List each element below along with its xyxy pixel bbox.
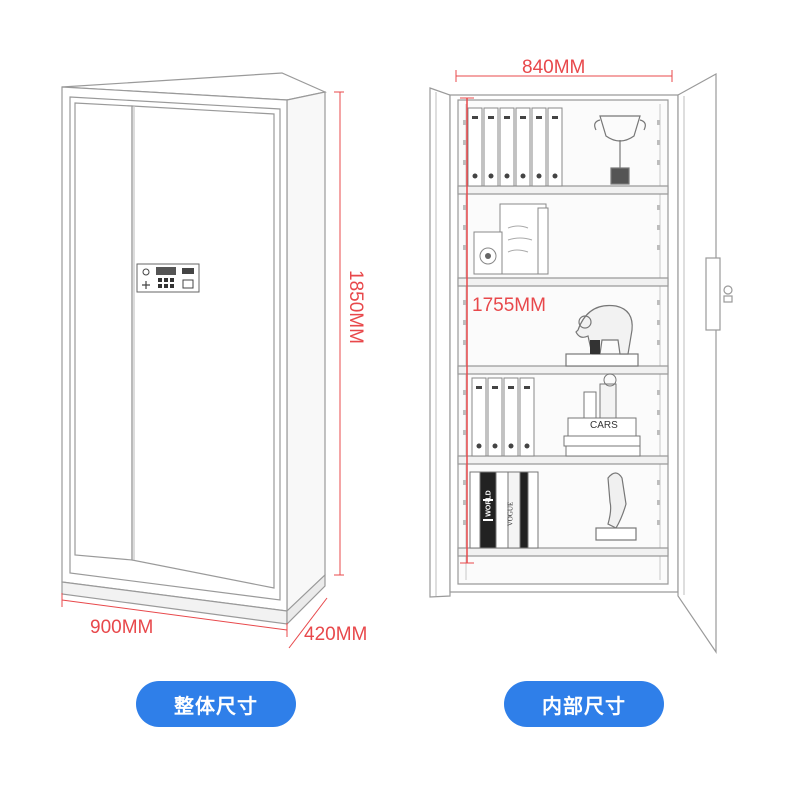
elephant-figurine — [565, 304, 639, 367]
books-shelf-5 — [469, 471, 539, 549]
figurine-statue — [595, 472, 637, 541]
cars-box-label: CARS — [590, 420, 618, 431]
dimension-lines-right — [455, 70, 673, 564]
binders-shelf-1 — [467, 107, 563, 187]
overall-height-label: 1850MM — [345, 270, 366, 344]
dimension-lines-left — [61, 91, 344, 649]
binders-shelf-4 — [471, 377, 535, 457]
overall-depth-label: 420MM — [304, 624, 368, 645]
overall-width-label: 900MM — [90, 617, 154, 638]
interior-size-badge: 内部尺寸 — [504, 681, 664, 727]
overall-size-badge: 整体尺寸 — [136, 681, 296, 727]
trophy-icon — [594, 115, 646, 185]
closed-cabinet — [61, 72, 327, 626]
interior-width-label: 840MM — [522, 57, 586, 78]
rail-holes — [463, 120, 660, 525]
book-spine-world: WORLD — [485, 490, 493, 517]
cars-box-stack — [563, 373, 641, 457]
interior-height-label: 1755MM — [472, 295, 546, 316]
keypad-lock-icon — [136, 263, 200, 293]
book-spine-vogue: VOGUE — [506, 501, 515, 527]
frame-and-camera — [473, 203, 549, 275]
